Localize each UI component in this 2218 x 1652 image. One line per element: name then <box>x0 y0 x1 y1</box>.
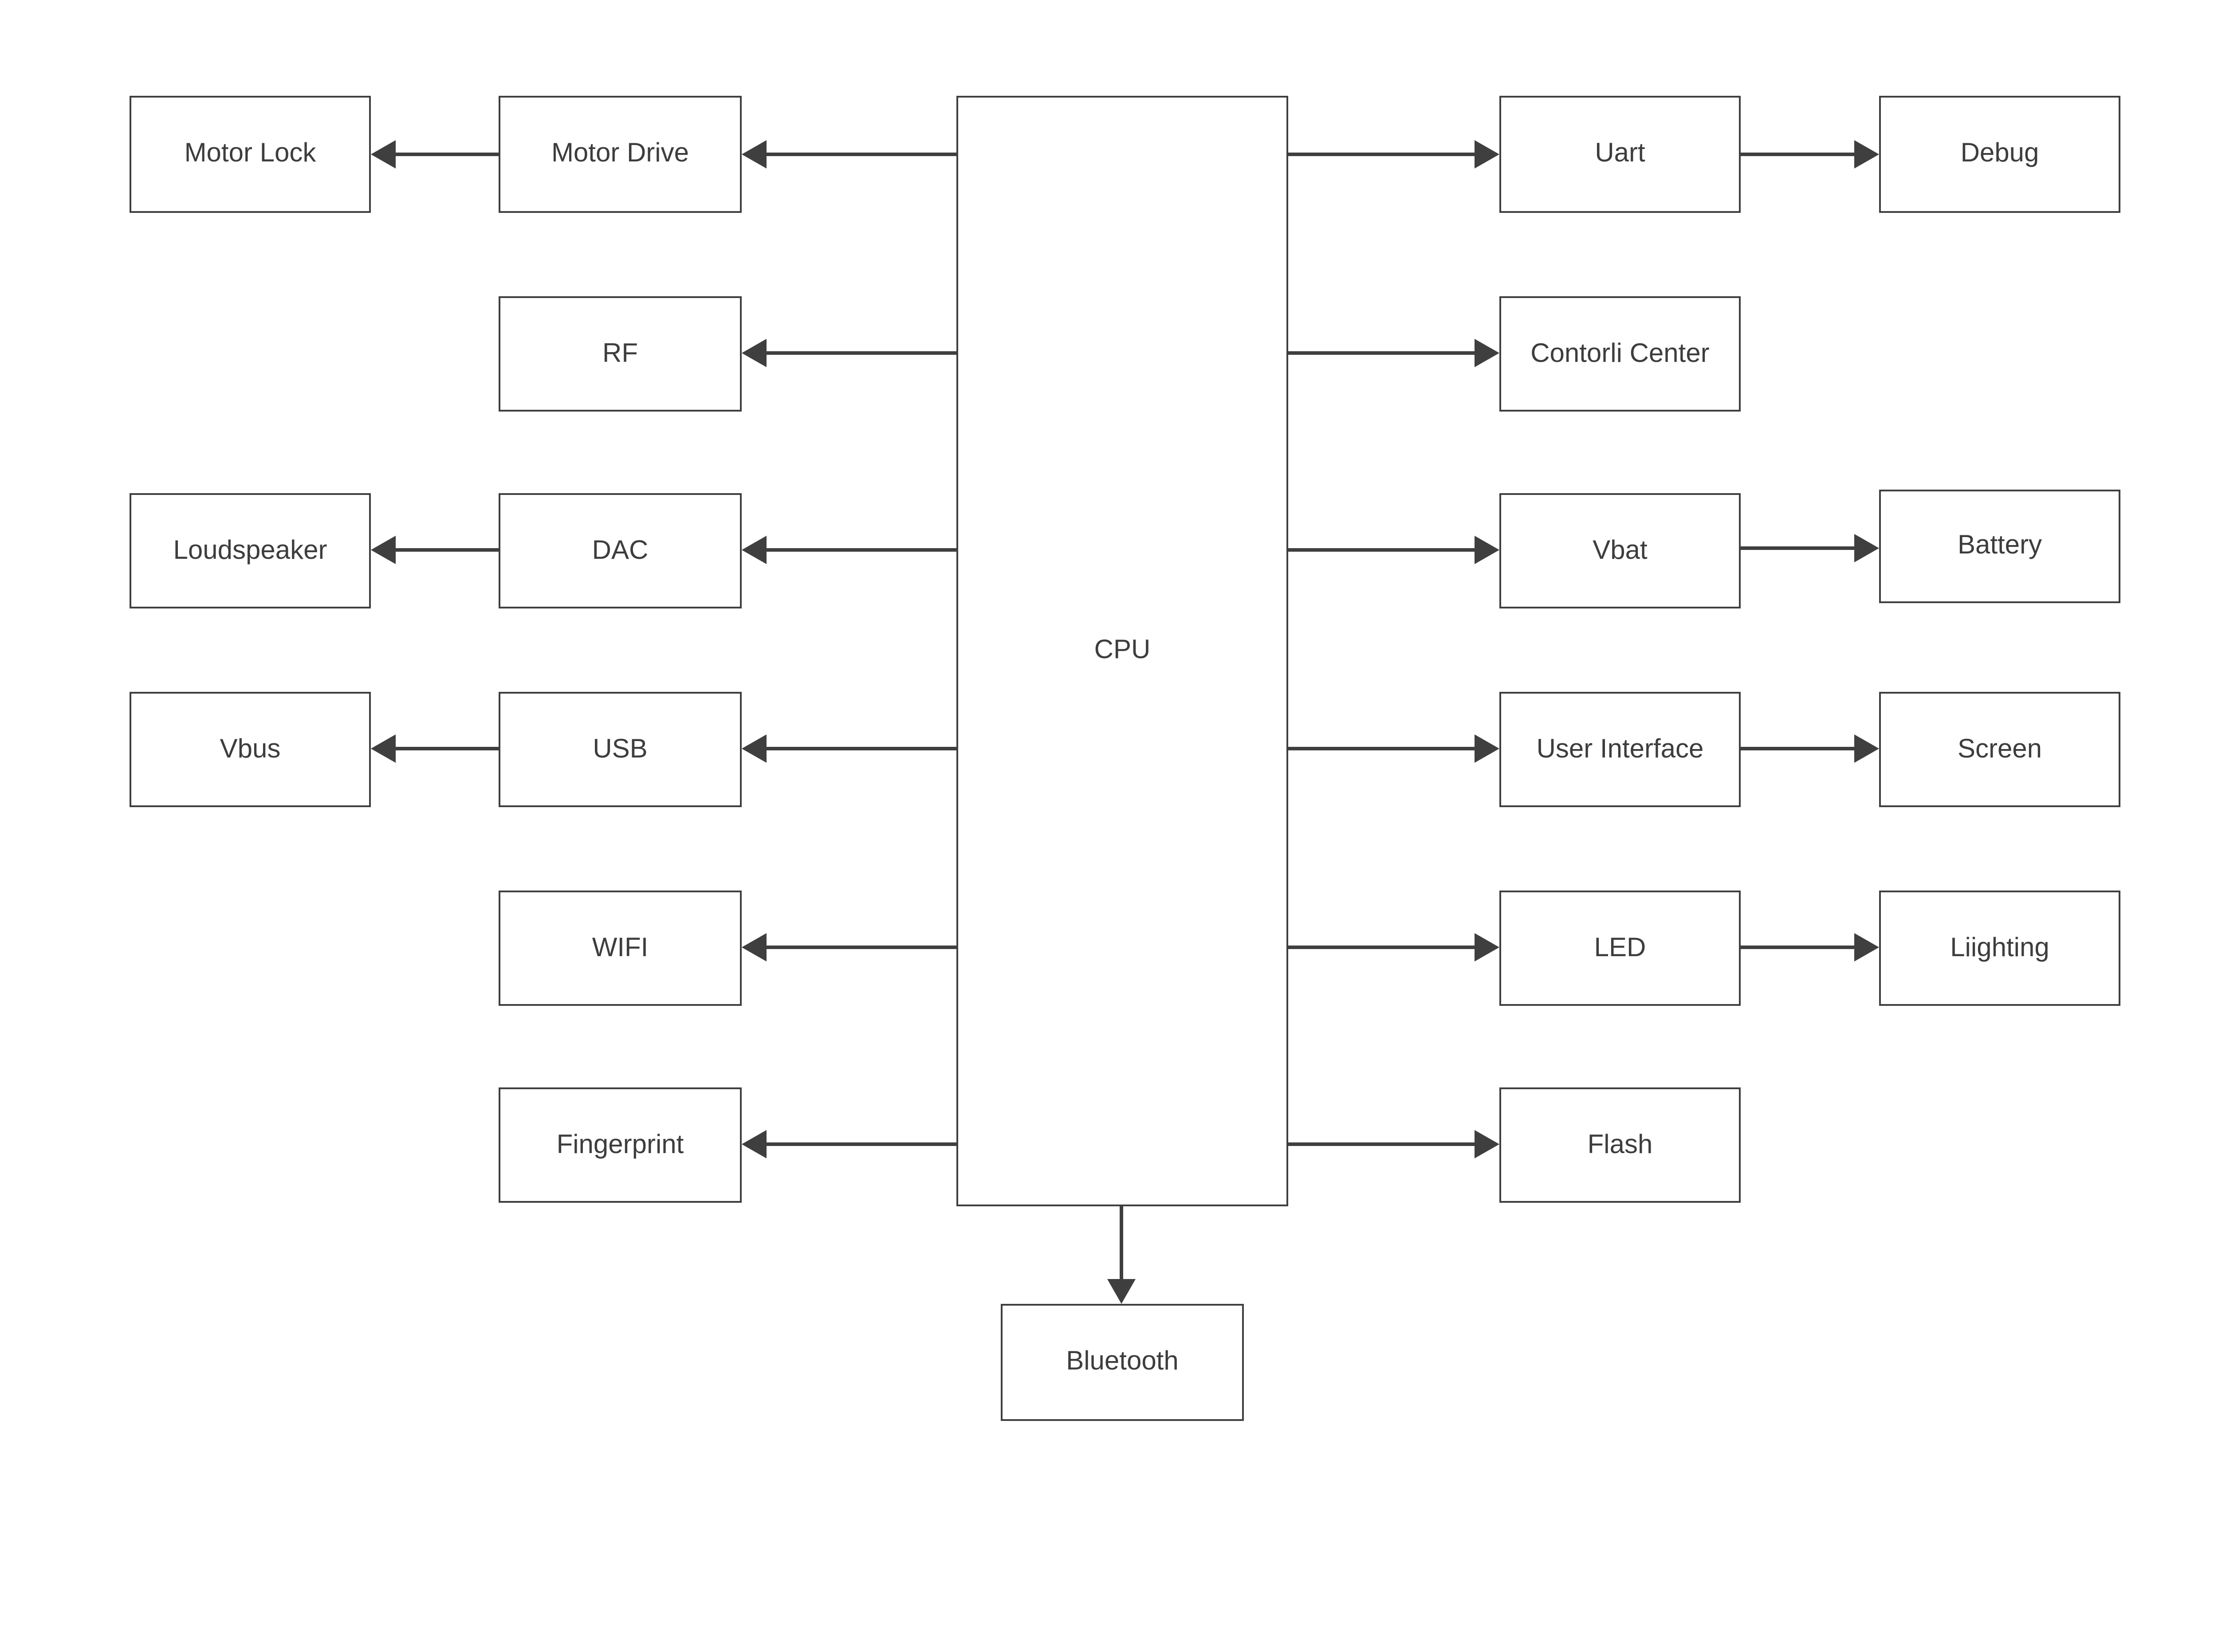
node-loudspeaker: Loudspeaker <box>130 493 371 608</box>
node-battery: Battery <box>1879 490 2120 603</box>
edge-line <box>763 1142 956 1146</box>
node-debug: Debug <box>1879 96 2120 213</box>
arrowhead-right-icon <box>1475 933 1499 961</box>
edge-line <box>763 153 956 156</box>
node-rf: RF <box>499 296 742 412</box>
edge-line <box>1741 546 1858 550</box>
node-motor-lock: Motor Lock <box>130 96 371 213</box>
node-uart: Uart <box>1499 96 1741 213</box>
arrowhead-right-icon <box>1475 734 1499 763</box>
node-cpu: CPU <box>956 96 1288 1206</box>
arrowhead-left-icon <box>742 536 767 564</box>
arrowhead-right-icon <box>1475 536 1499 564</box>
arrowhead-right-icon <box>1854 140 1879 169</box>
edge-line <box>1288 351 1478 355</box>
arrowhead-left-icon <box>371 734 396 763</box>
arrowhead-left-icon <box>742 734 767 763</box>
edge-line <box>1741 747 1858 750</box>
edge-line <box>1288 548 1478 552</box>
edge-line <box>1288 747 1478 750</box>
arrowhead-left-icon <box>371 536 396 564</box>
node-liighting: Liighting <box>1879 891 2120 1006</box>
node-contorli-center: Contorli Center <box>1499 296 1741 412</box>
arrowhead-right-icon <box>1854 734 1879 763</box>
node-user-interface: User Interface <box>1499 692 1741 807</box>
edge-line <box>1288 1142 1478 1146</box>
edge-line <box>763 946 956 949</box>
edge-line <box>763 548 956 552</box>
arrowhead-left-icon <box>742 140 767 169</box>
arrowhead-left-icon <box>371 140 396 169</box>
arrowhead-right-icon <box>1475 140 1499 169</box>
node-dac: DAC <box>499 493 742 608</box>
edge-line <box>1288 946 1478 949</box>
node-screen: Screen <box>1879 692 2120 807</box>
edge-line <box>392 548 499 552</box>
node-flash: Flash <box>1499 1087 1741 1203</box>
edge-line <box>1120 1206 1123 1283</box>
node-wifi: WIFI <box>499 891 742 1006</box>
node-fingerprint: Fingerprint <box>499 1087 742 1203</box>
edge-line <box>763 747 956 750</box>
node-led: LED <box>1499 891 1741 1006</box>
edge-line <box>763 351 956 355</box>
arrowhead-right-icon <box>1854 933 1879 961</box>
edge-line <box>1288 153 1478 156</box>
node-bluetooth: Bluetooth <box>1001 1304 1244 1421</box>
arrowhead-right-icon <box>1475 1130 1499 1158</box>
arrowhead-left-icon <box>742 1130 767 1158</box>
arrowhead-right-icon <box>1475 339 1499 367</box>
edge-line <box>1741 153 1858 156</box>
arrowhead-down-icon <box>1107 1279 1136 1304</box>
node-usb: USB <box>499 692 742 807</box>
arrowhead-right-icon <box>1854 534 1879 562</box>
edge-line <box>1741 946 1858 949</box>
arrowhead-left-icon <box>742 933 767 961</box>
arrowhead-left-icon <box>742 339 767 367</box>
node-vbat: Vbat <box>1499 493 1741 608</box>
node-vbus: Vbus <box>130 692 371 807</box>
edge-line <box>392 747 499 750</box>
node-motor-drive: Motor Drive <box>499 96 742 213</box>
edge-line <box>392 153 499 156</box>
